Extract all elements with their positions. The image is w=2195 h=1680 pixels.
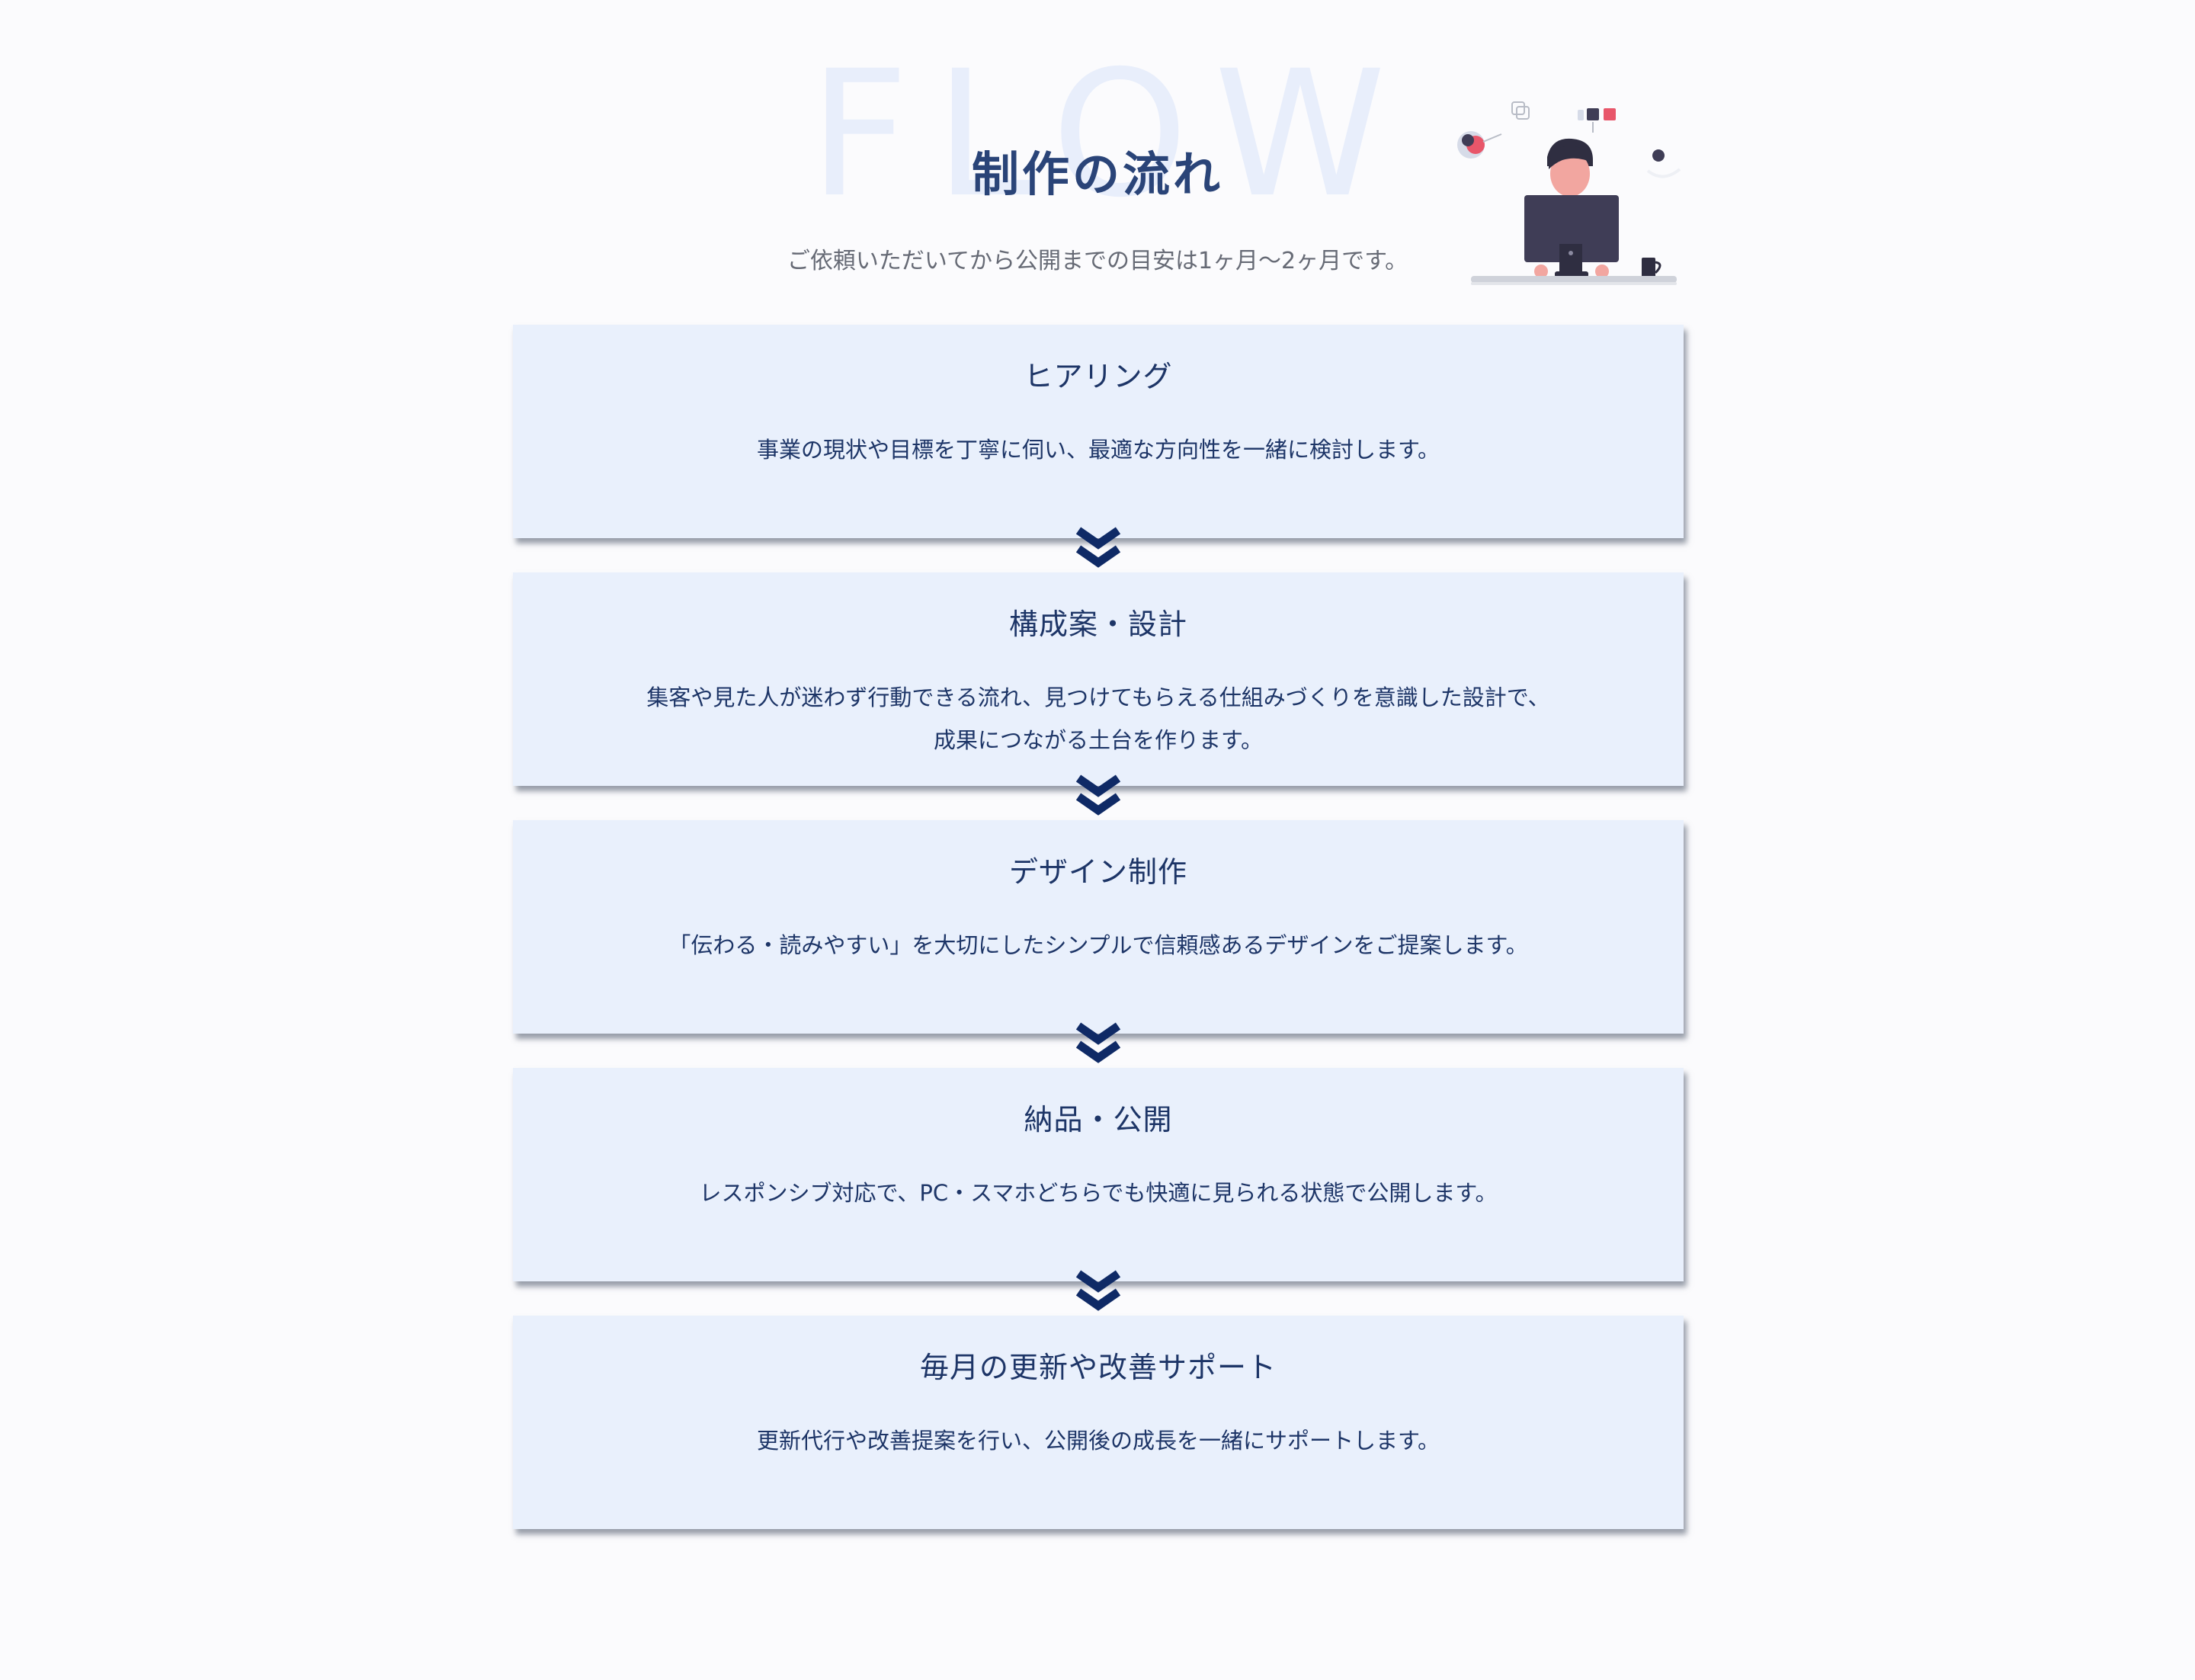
- flow-steps: ヒアリング 事業の現状や目標を丁寧に伺い、最適な方向性を一緒に検討します。 構成…: [513, 325, 1684, 1529]
- step-description: レスポンシブ対応で、PC・スマホどちらでも快適に見られる状態で公開します。: [513, 1172, 1684, 1214]
- right-hand: [1595, 265, 1609, 278]
- monitor: [1524, 195, 1619, 277]
- step-description-line: 事業の現状や目標を丁寧に伺い、最適な方向性を一緒に検討します。: [756, 437, 1440, 463]
- step-title: ヒアリング: [1024, 360, 1173, 393]
- step-card-delivery-launch: 納品・公開 レスポンシブ対応で、PC・スマホどちらでも快適に見られる状態で公開し…: [513, 1068, 1684, 1281]
- person-at-computer-illustration: [1457, 101, 1681, 285]
- step-title: 納品・公開: [1024, 1103, 1173, 1137]
- step-description-line: 更新代行や改善提案を行い、公開後の成長を一緒にサポートします。: [756, 1428, 1440, 1454]
- left-hand: [1534, 265, 1548, 278]
- person-figure: [1547, 138, 1593, 197]
- step-description: 「伝わる・読みやすい」を大切にしたシンプルで信頼感あるデザインをご提案します。: [513, 924, 1684, 967]
- step-title: 毎月の更新や改善サポート: [919, 1351, 1277, 1384]
- section-title: 制作の流れ: [971, 146, 1223, 202]
- step-description-line: レスポンシブ対応で、PC・スマホどちらでも快適に見られる状態で公開します。: [699, 1180, 1498, 1206]
- step-description-line: 集客や見た人が迷わず行動できる流れ、見つけてもらえる仕組みづくりを意識した設計で…: [646, 685, 1550, 710]
- double-chevron-down-icon: [1075, 774, 1121, 816]
- step-card-structure-design: 構成案・設計 集客や見た人が迷わず行動できる流れ、見つけてもらえる仕組みづくりを…: [513, 572, 1684, 786]
- step-title: 構成案・設計: [1008, 608, 1187, 641]
- background-word-flow: FLOW: [809, 33, 1412, 236]
- step-arrow: [513, 527, 1684, 572]
- double-chevron-down-icon: [1075, 1270, 1121, 1311]
- step-arrow: [513, 1270, 1684, 1316]
- double-chevron-down-icon: [1075, 1022, 1121, 1063]
- desk: [1471, 276, 1677, 283]
- floating-pin-icon: [1457, 131, 1502, 159]
- section-lead: ご依頼いただいてから公開までの目安は1ヶ月〜2ヶ月です。: [787, 248, 1408, 274]
- step-description-line: 成果につながる土台を作ります。: [933, 727, 1264, 753]
- floating-dot-icon: [1646, 149, 1681, 178]
- floating-squares-icon: [1511, 101, 1530, 120]
- step-card-hearing: ヒアリング 事業の現状や目標を丁寧に伺い、最適な方向性を一緒に検討します。: [513, 325, 1684, 538]
- floating-color-swatches-icon: [1578, 108, 1616, 133]
- mug-icon: [1642, 258, 1661, 277]
- step-description: 集客や見た人が迷わず行動できる流れ、見つけてもらえる仕組みづくりを意識した設計で…: [513, 676, 1684, 761]
- step-arrow: [513, 1022, 1684, 1068]
- step-title: デザイン制作: [1008, 855, 1187, 889]
- step-card-design-production: デザイン制作 「伝わる・読みやすい」を大切にしたシンプルで信頼感あるデザインをご…: [513, 820, 1684, 1034]
- step-card-monthly-support: 毎月の更新や改善サポート 更新代行や改善提案を行い、公開後の成長を一緒にサポート…: [513, 1316, 1684, 1529]
- step-description: 更新代行や改善提案を行い、公開後の成長を一緒にサポートします。: [513, 1419, 1684, 1462]
- step-description-line: 「伝わる・読みやすい」を大切にしたシンプルで信頼感あるデザインをご提案します。: [668, 932, 1528, 958]
- double-chevron-down-icon: [1075, 527, 1121, 568]
- step-description: 事業の現状や目標を丁寧に伺い、最適な方向性を一緒に検討します。: [513, 428, 1684, 471]
- step-arrow: [513, 774, 1684, 820]
